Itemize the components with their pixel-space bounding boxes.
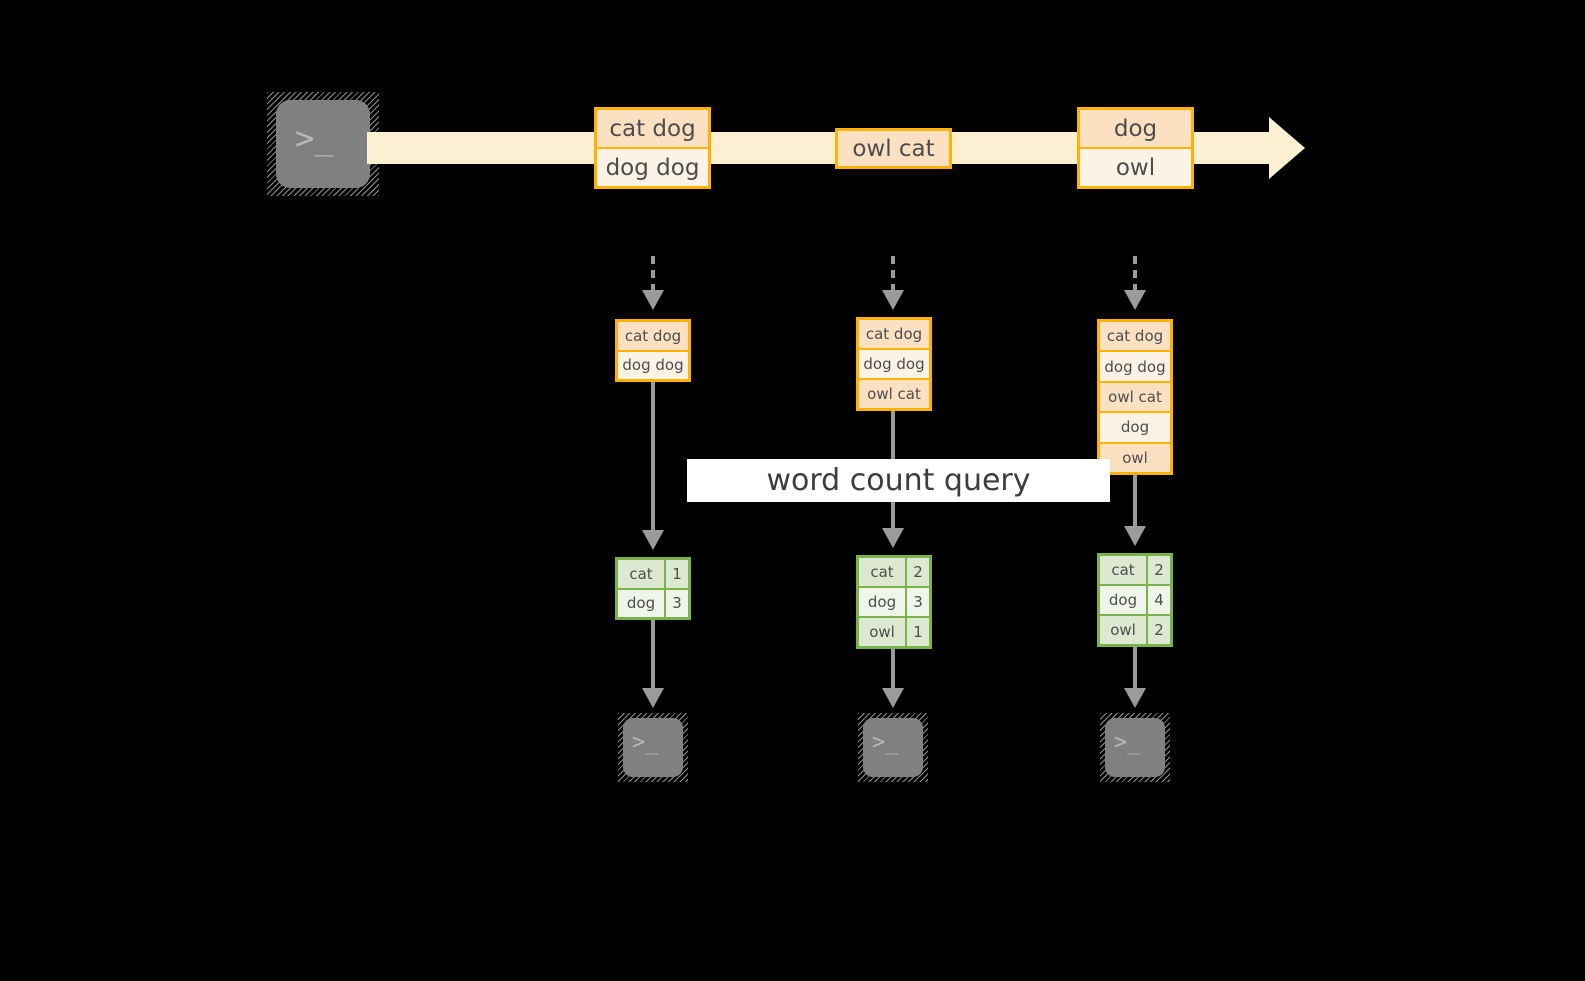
snapshot-3-sink-line: [1133, 647, 1137, 691]
result-count: 2: [905, 558, 929, 586]
terminal-screen: [863, 718, 923, 777]
result-word: dog: [1100, 586, 1146, 614]
result-count: 3: [905, 588, 929, 616]
snapshot-3-input-stack: cat dog dog dog owl cat dog owl: [1097, 319, 1173, 475]
snapshot-2-sink-line: [891, 649, 895, 691]
result-row: dog 4: [1100, 584, 1170, 614]
snapshot-tap-arrowhead-3: [1124, 290, 1146, 310]
snapshot-3-sink-terminal-icon: >_: [1100, 713, 1170, 782]
snapshot-3-query-arrowhead: [1124, 526, 1146, 546]
snapshot-3-sink-arrowhead: [1124, 688, 1146, 708]
stream-record: owl: [1080, 147, 1191, 186]
result-row: owl 2: [1100, 614, 1170, 644]
result-row: cat 1: [618, 560, 688, 588]
query-label-text: word count query: [766, 463, 1031, 498]
terminal-prompt-glyph: >_: [1114, 730, 1141, 755]
snapshot-2-sink-arrowhead: [882, 688, 904, 708]
terminal-prompt-glyph: >_: [295, 119, 334, 157]
query-label-band: word count query: [687, 459, 1110, 502]
stream-group-3: dog owl: [1077, 107, 1194, 189]
terminal-prompt-glyph: >_: [872, 730, 899, 755]
snapshot-tap-line-2: [891, 256, 895, 292]
result-word: cat: [859, 558, 905, 586]
snapshot-2-sink-terminal-icon: >_: [858, 713, 928, 782]
snapshot-1-sink-terminal-icon: >_: [618, 713, 688, 782]
snapshot-1-sink-arrowhead: [642, 688, 664, 708]
result-word: owl: [1100, 616, 1146, 644]
result-row: dog 3: [618, 587, 688, 617]
snapshot-input-record: owl: [1100, 441, 1170, 473]
snapshot-3-result-table: cat 2 dog 4 owl 2: [1097, 553, 1173, 647]
snapshot-input-record: cat dog: [618, 322, 688, 350]
snapshot-input-record: owl cat: [1100, 380, 1170, 412]
result-count: 4: [1146, 586, 1170, 614]
stream-record: dog dog: [597, 147, 708, 186]
snapshot-tap-line-1: [651, 256, 655, 292]
terminal-prompt-glyph: >_: [632, 730, 659, 755]
snapshot-input-record: dog dog: [859, 348, 929, 378]
result-count: 3: [664, 589, 688, 617]
stream-group-1: cat dog dog dog: [594, 107, 711, 189]
result-row: cat 2: [859, 558, 929, 586]
snapshot-2-result-table: cat 2 dog 3 owl 1: [856, 555, 932, 649]
source-terminal-icon: >_: [267, 92, 379, 196]
terminal-screen: [1105, 718, 1165, 777]
result-word: cat: [618, 560, 664, 588]
terminal-screen: [276, 100, 370, 188]
result-row: owl 1: [859, 616, 929, 646]
snapshot-tap-line-3: [1133, 256, 1137, 292]
result-word: dog: [859, 588, 905, 616]
snapshot-3-query-line: [1133, 475, 1137, 530]
snapshot-1-result-table: cat 1 dog 3: [615, 557, 691, 620]
snapshot-input-record: cat dog: [1100, 322, 1170, 351]
result-row: dog 3: [859, 586, 929, 616]
stream-arrow-head: [1269, 117, 1305, 179]
terminal-screen: [623, 718, 683, 777]
result-word: owl: [859, 618, 905, 646]
stream-record: owl cat: [838, 131, 949, 166]
result-count: 1: [905, 618, 929, 646]
stream-record: dog: [1080, 110, 1191, 147]
snapshot-input-record: dog dog: [618, 349, 688, 379]
snapshot-1-query-line: [651, 382, 655, 532]
snapshot-input-record: owl cat: [859, 378, 929, 408]
snapshot-1-query-arrowhead: [642, 530, 664, 550]
result-count: 2: [1146, 616, 1170, 644]
snapshot-input-record: dog: [1100, 411, 1170, 442]
result-count: 2: [1146, 556, 1170, 584]
snapshot-1-input-stack: cat dog dog dog: [615, 319, 691, 382]
snapshot-tap-arrowhead-2: [882, 290, 904, 310]
snapshot-2-input-stack: cat dog dog dog owl cat: [856, 317, 932, 411]
result-word: dog: [618, 589, 664, 617]
result-count: 1: [664, 560, 688, 588]
stream-group-2: owl cat: [835, 128, 952, 169]
result-word: cat: [1100, 556, 1146, 584]
snapshot-input-record: cat dog: [859, 320, 929, 348]
stream-record: cat dog: [597, 110, 708, 147]
result-row: cat 2: [1100, 556, 1170, 584]
snapshot-2-query-arrowhead: [882, 528, 904, 548]
snapshot-input-record: dog dog: [1100, 350, 1170, 381]
snapshot-tap-arrowhead-1: [642, 290, 664, 310]
snapshot-1-sink-line: [651, 620, 655, 690]
